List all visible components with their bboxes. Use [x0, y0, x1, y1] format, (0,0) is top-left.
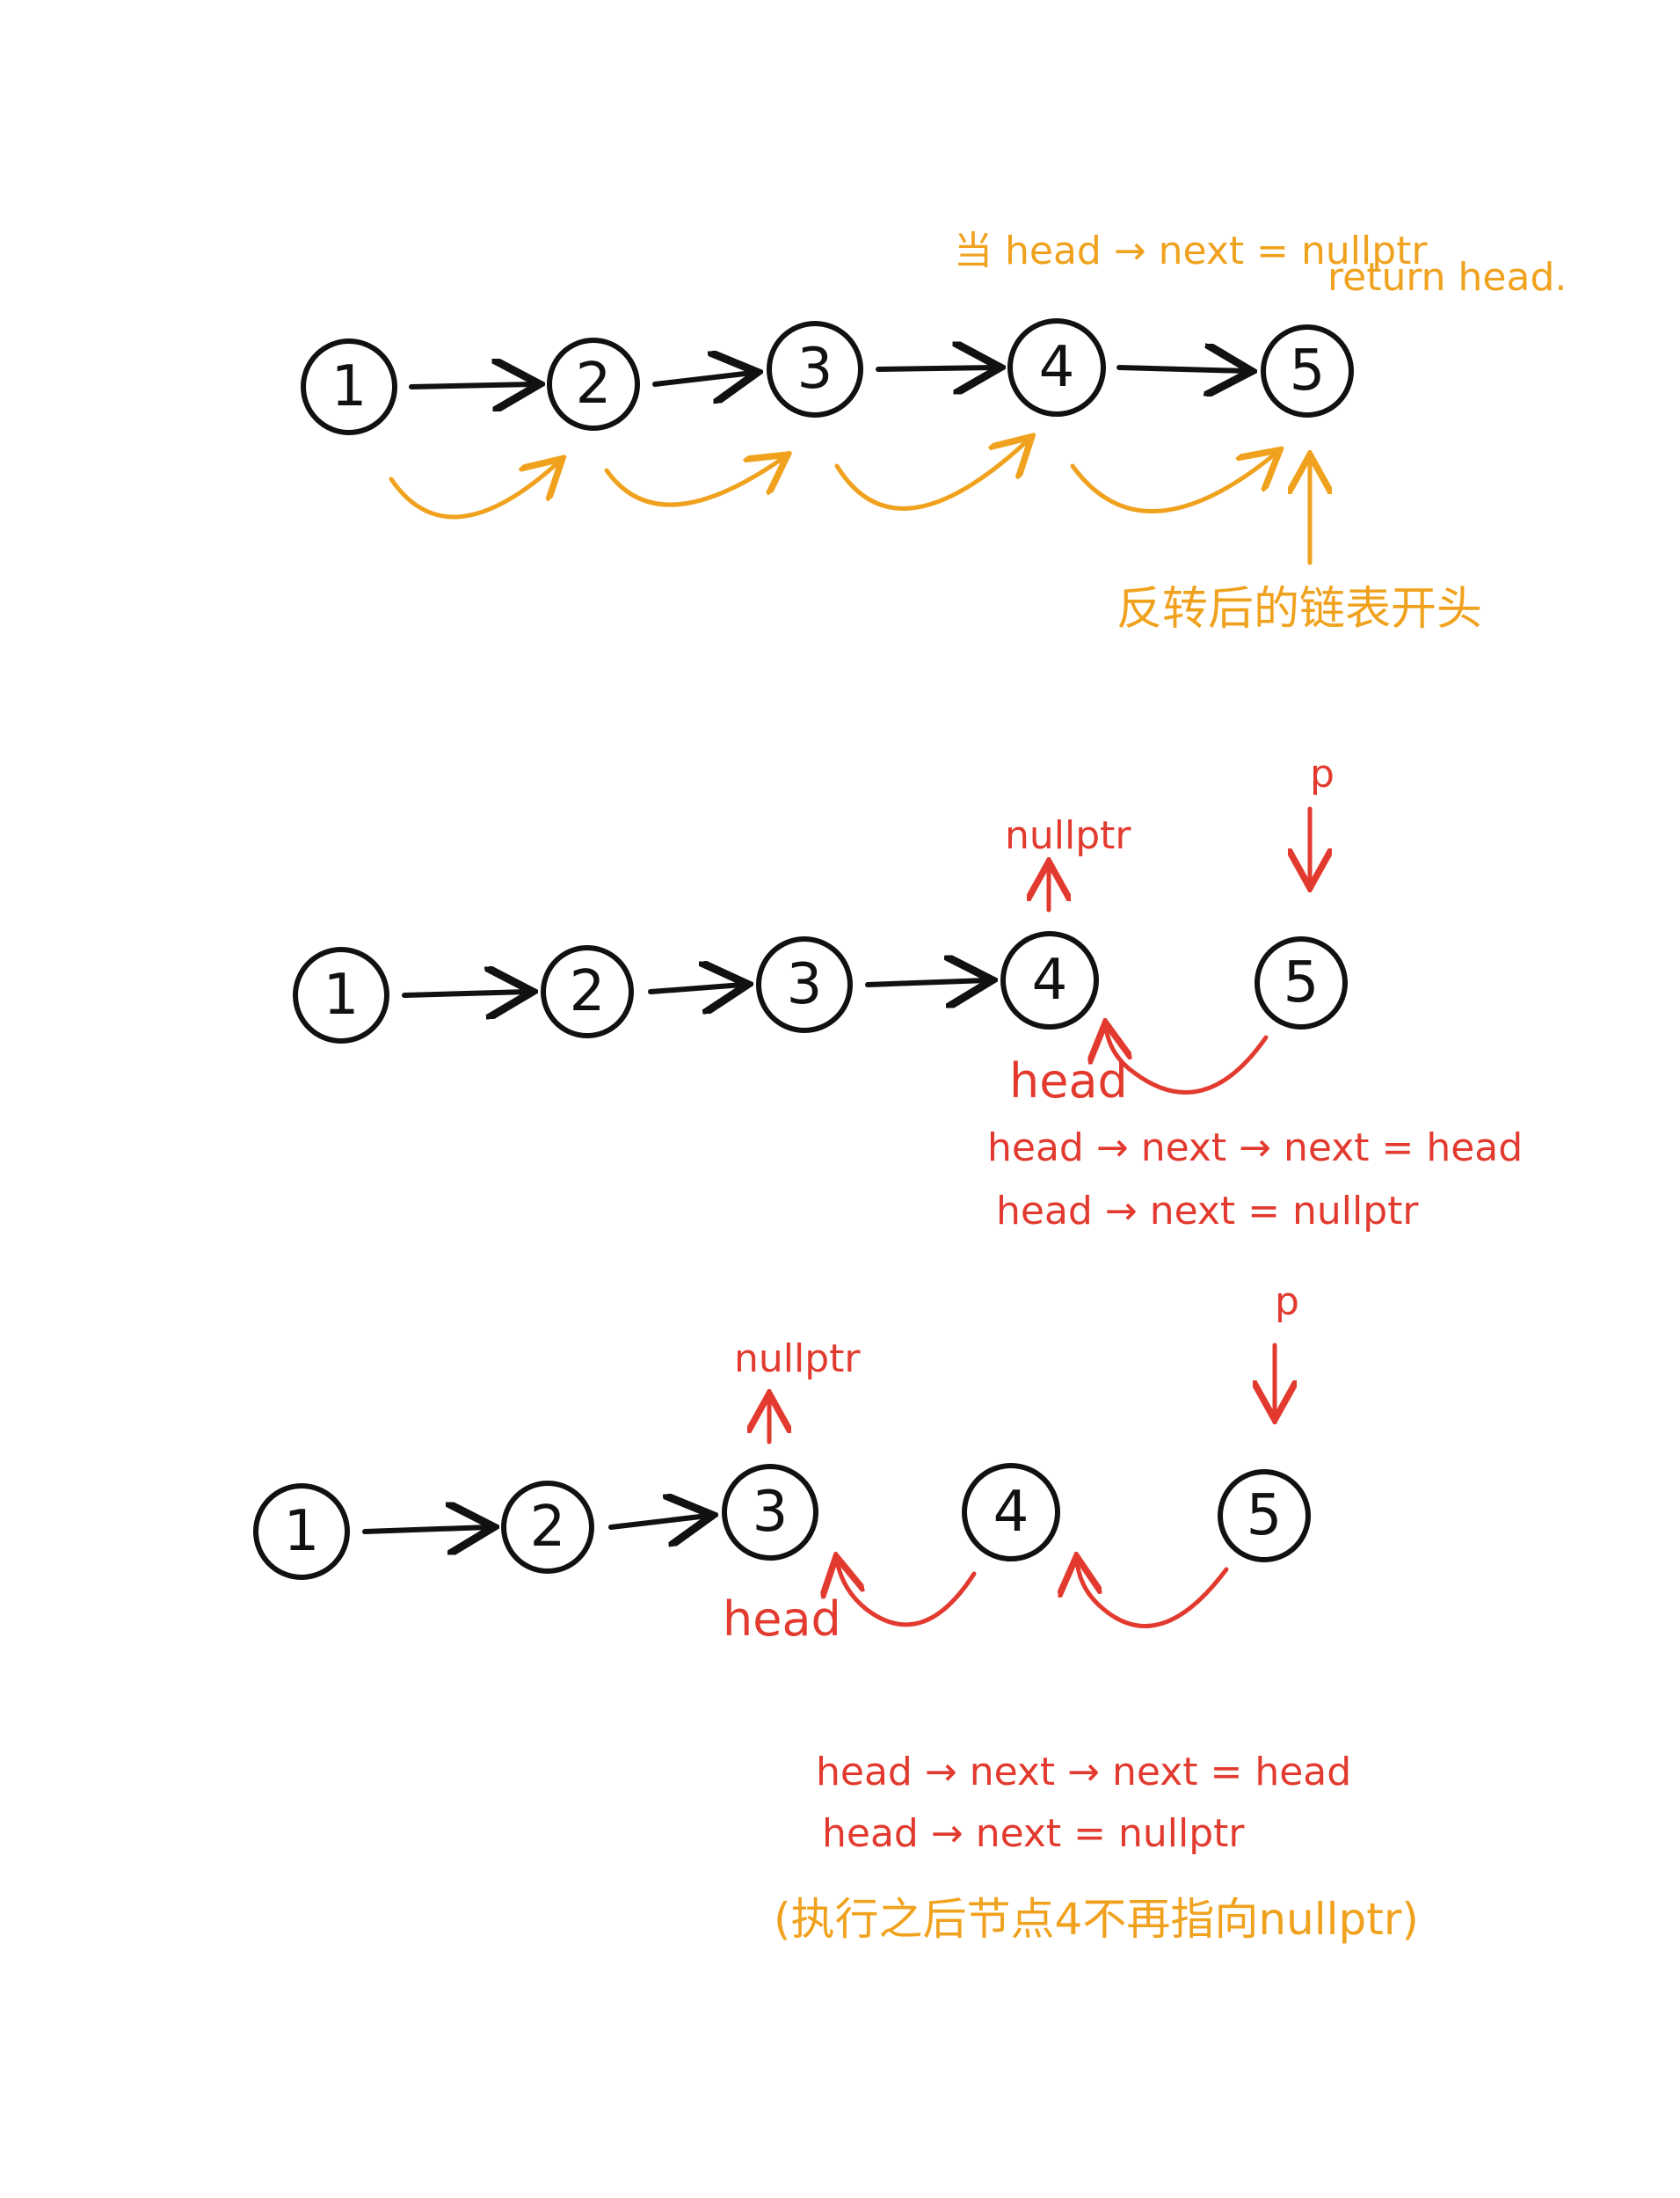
recursion-arrow: [1070, 453, 1276, 513]
list-1-node-2: 2: [547, 338, 640, 431]
recursion-arrow: [389, 462, 559, 520]
recursion-arrow: [834, 440, 1029, 511]
code-line-2: head → next = nullptr: [996, 1189, 1419, 1234]
list-2-node-3: 3: [756, 936, 853, 1033]
node-value: 3: [753, 1480, 789, 1545]
node-value: 4: [1032, 948, 1068, 1013]
node-value: 4: [993, 1480, 1029, 1545]
diagram-2: p nullptr 1 2 3 4 5 head head → next →: [293, 752, 1523, 1234]
reversed-link-arrow: [1106, 1027, 1269, 1095]
nullptr-label: nullptr: [734, 1336, 861, 1381]
node-value: 2: [530, 1495, 566, 1560]
list-1-node-4: 4: [1007, 318, 1106, 417]
diagram-3: p nullptr 1 2 3 4 5 head head → next: [253, 1279, 1419, 1945]
list-3-node-5: 5: [1218, 1469, 1311, 1562]
next-arrow: [409, 384, 535, 387]
list-3-node-4: 4: [962, 1463, 1060, 1561]
list-1-node-5: 5: [1261, 324, 1354, 418]
p-label: p: [1275, 1279, 1299, 1324]
code-line-2: head → next = nullptr: [822, 1811, 1245, 1856]
list-2-node-2: 2: [541, 945, 634, 1038]
reversed-link-arrow: [837, 1561, 977, 1627]
recursion-arrow: [604, 457, 784, 507]
list-2-node-5: 5: [1255, 936, 1348, 1030]
node-4-note: (执行之后节点4不再指向nullptr): [774, 1894, 1419, 1945]
node-value: 1: [331, 354, 367, 419]
diagram-1: 当 head → next = nullptr return head. 1 2…: [301, 229, 1567, 636]
node-value: 1: [324, 963, 360, 1028]
reversed-list-head-caption: 反转后的链表开头: [1116, 583, 1482, 636]
node-value: 1: [284, 1499, 320, 1564]
next-arrow: [876, 368, 995, 369]
next-arrow: [1116, 368, 1247, 371]
node-value: 5: [1247, 1483, 1283, 1548]
p-label: p: [1310, 752, 1335, 797]
code-line-1: head → next → next = head: [987, 1125, 1523, 1170]
next-arrow: [608, 1516, 708, 1527]
next-arrow: [402, 992, 527, 995]
nullptr-label: nullptr: [1005, 813, 1131, 858]
next-arrow: [648, 985, 743, 992]
base-case-return: return head.: [1327, 255, 1567, 300]
next-arrow: [865, 980, 987, 985]
node-value: 2: [576, 352, 612, 417]
reversed-link-arrow: [1077, 1561, 1229, 1629]
list-2-node-1: 1: [293, 947, 389, 1044]
next-arrow: [362, 1527, 489, 1532]
node-value: 2: [570, 959, 606, 1024]
list-3-node-3: 3: [722, 1464, 818, 1561]
list-3-node-1: 1: [253, 1483, 350, 1580]
list-1-node-3: 3: [767, 321, 863, 418]
next-arrow: [652, 373, 753, 384]
list-2-node-4: 4: [1000, 931, 1099, 1030]
head-label: head: [1009, 1053, 1128, 1109]
node-value: 5: [1284, 950, 1320, 1015]
base-case-condition: 当 head → next = nullptr: [954, 229, 1428, 273]
node-value: 3: [797, 337, 833, 402]
node-value: 4: [1039, 335, 1075, 400]
code-line-1: head → next → next = head: [816, 1750, 1351, 1794]
head-label: head: [723, 1591, 841, 1647]
node-value: 3: [787, 952, 823, 1017]
node-value: 5: [1290, 338, 1326, 404]
list-3-node-2: 2: [501, 1481, 594, 1574]
list-1-node-1: 1: [301, 338, 397, 435]
